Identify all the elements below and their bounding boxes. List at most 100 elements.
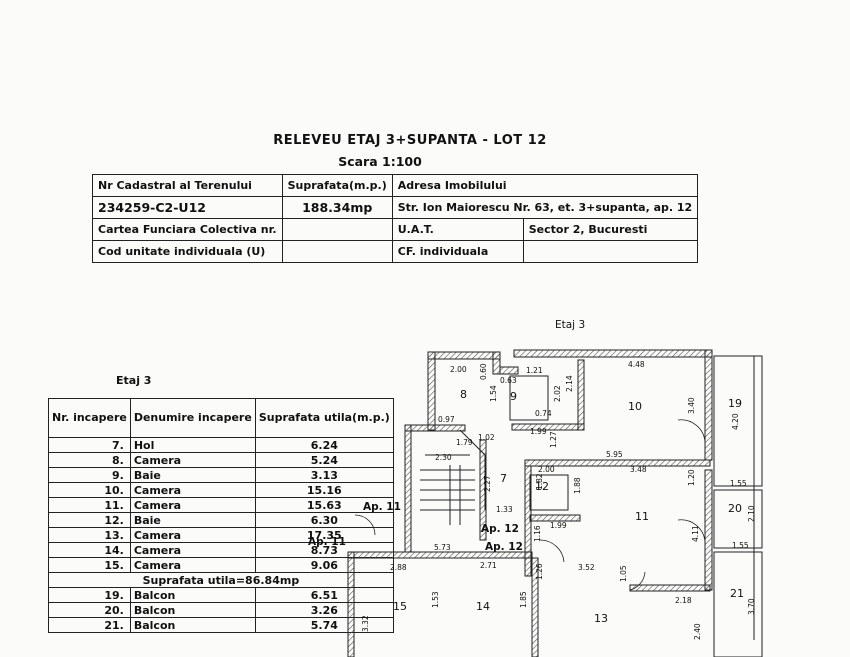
room-label: 14 [476, 600, 490, 613]
plan-caption: Etaj 3 [555, 319, 585, 331]
dimension-label: 1.16 [533, 525, 542, 542]
dimension-label: 1.27 [549, 431, 558, 448]
header-nr: Nr. incapere [48, 398, 131, 438]
room-nr: 7. [48, 437, 131, 453]
cf-label: CF. individuala [391, 240, 524, 263]
dimension-label: 5.73 [434, 543, 451, 552]
dimension-label: 3.52 [578, 563, 595, 572]
room-nr: 11. [48, 497, 131, 513]
room-name: Camera [129, 527, 256, 543]
room-label: 9 [510, 390, 517, 403]
dimension-label: 1.88 [573, 477, 582, 494]
room-nr: 13. [48, 527, 131, 543]
room-name: Camera [129, 497, 256, 513]
room-nr: 20. [48, 602, 131, 618]
room-nr: 10. [48, 482, 131, 498]
cf-value [522, 240, 699, 263]
room-name: Camera [129, 452, 256, 468]
dimension-label: 3.48 [630, 465, 647, 474]
dimension-label: 2.02 [553, 385, 562, 402]
dimension-label: 1.20 [687, 469, 696, 486]
room-name: Camera [129, 542, 256, 558]
room-label: 8 [460, 388, 467, 401]
dimension-label: 5.95 [606, 450, 623, 459]
room-area: 6.51 [254, 587, 394, 603]
dimension-label: 0.74 [535, 409, 552, 418]
dimension-label: 1.26 [535, 563, 544, 580]
nr-cadastral-label: Nr Cadastral al Terenului [92, 174, 283, 197]
dimension-label: 2.40 [693, 623, 702, 640]
room-area: 5.74 [254, 617, 394, 633]
dimension-label: 2.27 [483, 475, 492, 492]
uat-label: U.A.T. [391, 218, 524, 241]
room-label: 21 [730, 587, 744, 600]
dimension-label: 0.60 [479, 363, 488, 380]
dimension-label: 3.70 [747, 598, 756, 615]
adresa-value: Str. Ion Maiorescu Nr. 63, et. 3+supanta… [391, 196, 699, 219]
room-name: Balcon [129, 602, 256, 618]
apartment-label: Ap. 12 [481, 523, 519, 535]
info-row-header: Nr Cadastral al Terenului Suprafata(m.p.… [92, 174, 699, 197]
room-label: 7 [500, 472, 507, 485]
room-nr: 12. [48, 512, 131, 528]
nr-cadastral-value: 234259-C2-U12 [92, 196, 283, 219]
dimension-label: 1.55 [732, 541, 749, 550]
cod-label: Cod unitate individuala (U) [92, 240, 283, 263]
plan-walls [347, 349, 713, 657]
room-name: Baie [129, 467, 256, 483]
room-label: 11 [635, 510, 649, 523]
apartment-label: Ap. 12 [485, 541, 523, 553]
dimension-label: 2.88 [390, 563, 407, 572]
dimension-label: 3.32 [361, 615, 370, 632]
dimension-label: 4.48 [628, 360, 645, 369]
dimension-label: 3.40 [687, 397, 696, 414]
room-nr: 19. [48, 587, 131, 603]
room-name: Hol [129, 437, 256, 453]
header-denumire: Denumire incapere [129, 398, 256, 438]
room-table-caption: Etaj 3 [116, 374, 152, 387]
dimension-label: 1.21 [526, 366, 543, 375]
info-row-cartea: Cartea Funciara Colectiva nr. U.A.T. Sec… [92, 218, 699, 241]
cod-value [281, 240, 393, 263]
room-table-header: Nr. incapere Denumire incapere Suprafata… [48, 398, 394, 438]
dimension-label: 2.14 [565, 375, 574, 392]
dimension-label: 1.85 [519, 591, 528, 608]
dimension-label: 2.10 [747, 505, 756, 522]
dimension-label: 4.20 [731, 413, 740, 430]
dimension-label: 4.11 [691, 525, 700, 542]
dimension-label: 0.97 [438, 415, 455, 424]
dimension-label: 1.82 [535, 473, 544, 490]
dimension-label: 1.99 [550, 521, 567, 530]
room-label: 19 [728, 397, 742, 410]
room-label: 20 [728, 502, 742, 515]
apartment-label: Ap. 11 [308, 536, 346, 548]
room-nr: 14. [48, 542, 131, 558]
plan-scale: Scara 1:100 [338, 154, 422, 169]
room-nr: 8. [48, 452, 131, 468]
plan-title: RELEVEU ETAJ 3+SUPANTA - LOT 12 [273, 133, 547, 148]
dimension-label: 1.33 [496, 505, 513, 514]
cartea-value [281, 218, 393, 241]
dimension-label: 1.53 [431, 591, 440, 608]
info-row-values: 234259-C2-U12 188.34mp Str. Ion Maioresc… [92, 196, 699, 219]
room-label: 10 [628, 400, 642, 413]
room-area: 15.63 [254, 497, 394, 513]
cartea-label: Cartea Funciara Colectiva nr. [92, 218, 283, 241]
dimension-label: 1.05 [619, 565, 628, 582]
property-info-table: Nr Cadastral al Terenului Suprafata(m.p.… [92, 174, 699, 263]
dimension-label: 2.71 [480, 561, 497, 570]
dimension-label: 2.30 [435, 453, 452, 462]
